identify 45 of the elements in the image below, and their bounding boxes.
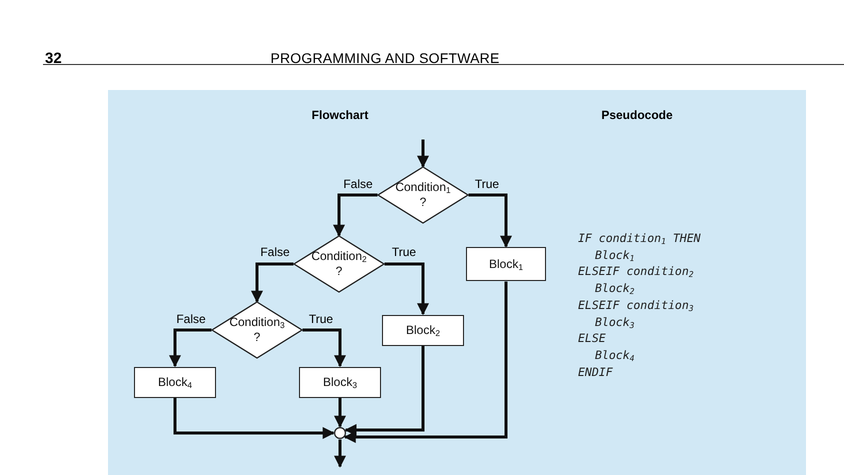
pseudocode-line: Block$_{4}$ (595, 348, 634, 362)
running-header: PROGRAMMING AND SOFTWARE (270, 50, 500, 66)
edge-label: True (390, 246, 418, 259)
arrow (334, 440, 346, 468)
node-label: Block$_{1}$ (488, 256, 523, 272)
edge-label: True (308, 313, 334, 326)
edge-label: False (342, 178, 374, 191)
arrow (468, 194, 512, 248)
decision-diamond (378, 167, 468, 223)
arrow (251, 262, 294, 303)
process-box (299, 366, 381, 398)
pseudocode-line: IF condition$_{1}$ THEN (578, 231, 701, 245)
pseudocode-line: Block$_{2}$ (595, 281, 634, 296)
node-label: Condition$_{2}$ ? (310, 249, 368, 279)
arrow (333, 194, 378, 237)
edge-label: False (259, 246, 291, 259)
pseudocode-line: ELSEIF condition$_{3}$ (578, 298, 694, 312)
column-heading: Flowchart (312, 108, 368, 122)
arrow (344, 346, 424, 436)
column-heading: Pseudocode (601, 108, 673, 122)
pseudocode-line: ENDIF (578, 364, 613, 379)
edge-label: False (175, 313, 207, 326)
arrow (169, 328, 212, 368)
pseudocode-line: Block$_{3}$ (595, 314, 634, 328)
pseudocode-line: ELSEIF condition$_{2}$ (578, 264, 694, 278)
pseudocode-line: ELSE (578, 331, 606, 346)
process-box (382, 314, 464, 346)
process-box (466, 247, 546, 281)
node-label: Block$_{2}$ (406, 322, 440, 338)
process-box (134, 366, 216, 398)
pseudocode-line: Block$_{1}$ (595, 248, 634, 262)
arrow (384, 262, 429, 316)
edge-label: True (474, 178, 500, 191)
arrow (334, 398, 346, 428)
decision-diamond (294, 236, 384, 292)
node-label: Condition$_{3}$ ? (228, 315, 286, 345)
page-number: 32 (45, 50, 62, 67)
decision-diamond (212, 302, 302, 358)
node-label: Block$_{3}$ (322, 374, 357, 390)
node-label: Block$_{4}$ (158, 374, 192, 390)
arrow (344, 282, 508, 443)
arrow (174, 398, 335, 439)
node-label: Condition$_{1}$ ? (394, 180, 452, 210)
arrow (302, 328, 346, 368)
arrow (417, 140, 429, 168)
